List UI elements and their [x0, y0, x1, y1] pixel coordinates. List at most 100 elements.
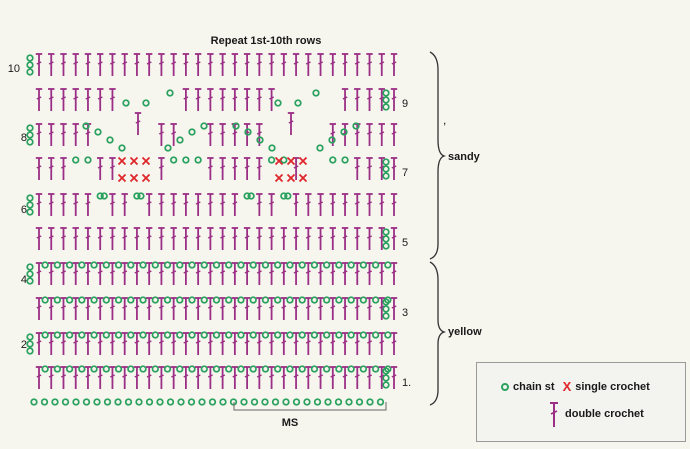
chain-stitch	[188, 331, 196, 339]
chain-stitch	[127, 365, 135, 373]
double-crochet-stitch	[96, 297, 105, 321]
double-crochet-stitch	[279, 53, 288, 77]
double-crochet-stitch	[59, 157, 68, 181]
chain-stitch	[41, 261, 49, 269]
chain-stitch	[286, 365, 294, 373]
double-crochet-stitch	[145, 297, 154, 321]
chain-stitch	[382, 312, 390, 320]
chain-stitch	[114, 261, 123, 269]
chain-stitch	[371, 331, 380, 339]
chain-stitch	[323, 296, 331, 304]
chain-stitch	[26, 340, 34, 348]
double-crochet-stitch	[206, 53, 215, 77]
chain-stitch	[371, 365, 380, 373]
double-crochet-stitch	[389, 88, 399, 112]
chain-stitch	[26, 194, 34, 202]
double-crochet-stitch	[279, 262, 288, 286]
chain-stitch	[102, 365, 110, 373]
double-crochet-stitch	[83, 193, 93, 217]
chain-stitch	[187, 398, 196, 406]
chain-stitch	[176, 365, 184, 373]
double-crochet-stitch	[255, 332, 264, 356]
row-number-9: 9	[402, 98, 408, 110]
legend-double-label: double crochet	[565, 408, 644, 420]
double-crochet-stitch	[108, 297, 117, 321]
double-crochet-stitch	[353, 193, 362, 217]
double-crochet-stitch	[47, 262, 56, 286]
double-crochet-stitch	[83, 332, 93, 356]
double-crochet-stitch	[47, 123, 56, 147]
double-crochet-stitch	[47, 332, 56, 356]
chain-stitch	[127, 261, 135, 269]
double-crochet-stitch	[194, 332, 203, 356]
chain-stitch	[274, 261, 282, 269]
chain-stitch	[382, 89, 390, 97]
double-crochet-stitch	[218, 366, 227, 390]
double-crochet-stitch	[83, 262, 93, 286]
double-crochet-stitch	[377, 123, 386, 147]
double-crochet-stitch	[304, 366, 313, 390]
double-crochet-stitch	[145, 366, 154, 390]
chain-stitch	[163, 296, 172, 304]
double-crochet-stitch	[353, 262, 362, 286]
double-crochet-stitch	[120, 366, 129, 390]
chain-stitch	[382, 242, 390, 250]
chain-stitch	[298, 331, 306, 339]
double-crochet-stitch	[328, 193, 337, 217]
double-crochet-stitch	[230, 227, 239, 251]
double-crochet-stitch	[132, 53, 142, 77]
double-crochet-stitch	[255, 297, 264, 321]
double-crochet-stitch	[328, 366, 337, 390]
chain-stitch	[114, 296, 123, 304]
double-crochet-stitch	[34, 297, 44, 321]
double-crochet-stitch	[243, 297, 252, 321]
double-crochet-stitch	[218, 297, 227, 321]
double-crochet-stitch	[132, 262, 142, 286]
yellow-brace	[429, 261, 447, 406]
double-crochet-stitch	[108, 88, 117, 112]
chain-stitch	[26, 208, 34, 216]
chain-stitch	[188, 261, 196, 269]
double-crochet-stitch	[291, 262, 301, 286]
chain-stitch	[145, 398, 154, 406]
chain-stitch	[303, 398, 311, 406]
chain-stitch	[30, 398, 38, 406]
stitch-grid	[26, 53, 399, 406]
double-crochet-stitch	[145, 227, 154, 251]
double-crochet-stitch	[389, 366, 399, 390]
chain-stitch	[106, 136, 114, 144]
chain-stitch	[298, 365, 306, 373]
chain-stitch	[26, 277, 34, 285]
double-crochet-stitch	[96, 157, 105, 181]
row-number-7: 7	[402, 167, 408, 179]
double-crochet-stitch	[291, 227, 301, 251]
chain-stitch	[164, 144, 172, 152]
chain-stitch	[334, 398, 343, 406]
double-crochet-stitch	[353, 297, 362, 321]
single-crochet-stitch	[141, 173, 151, 183]
double-crochet-stitch	[120, 53, 129, 77]
double-crochet-stitch	[120, 262, 129, 286]
chart-title: Repeat 1st-10th rows	[211, 35, 322, 47]
double-crochet-icon	[550, 402, 558, 427]
double-crochet-stitch	[243, 53, 252, 77]
double-crochet-stitch	[157, 227, 166, 251]
chain-stitch	[163, 261, 172, 269]
double-crochet-stitch	[377, 262, 386, 286]
double-crochet-stitch	[243, 332, 252, 356]
single-crochet-icon: X	[562, 379, 572, 394]
chain-stitch	[249, 296, 257, 304]
double-crochet-stitch	[206, 123, 215, 147]
row-number-6: 6	[21, 204, 27, 216]
chain-stitch	[212, 331, 221, 339]
chain-stitch	[335, 365, 343, 373]
chain-stitch	[53, 365, 62, 373]
double-crochet-stitch	[34, 366, 44, 390]
chain-stitch	[225, 365, 233, 373]
single-crochet-stitch	[141, 156, 151, 166]
single-crochet-stitch	[298, 173, 308, 183]
chain-stitch	[340, 128, 348, 136]
double-crochet-stitch	[316, 193, 325, 217]
chain-stitch	[232, 122, 240, 130]
chain-stitch	[347, 365, 355, 373]
